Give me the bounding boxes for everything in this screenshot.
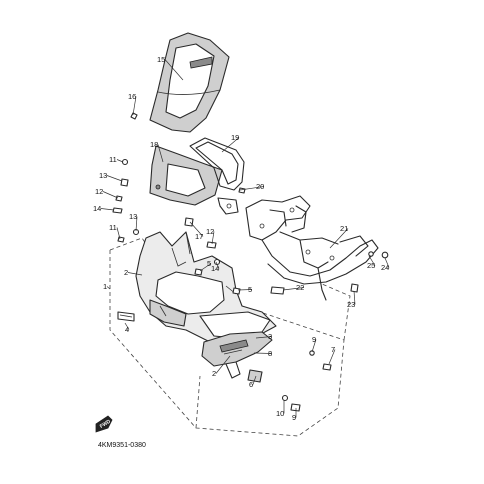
forward-direction-badge: FWD — [95, 415, 113, 433]
callout-number-c14a: 14 — [93, 204, 101, 213]
callout-leader-c23 — [353, 290, 356, 305]
callout-leader-c17 — [189, 221, 204, 237]
callout-leader-c9 — [311, 339, 317, 353]
callout-number-c21: 21 — [340, 224, 348, 233]
callout-number-c7: 7 — [331, 345, 335, 354]
windscreen-seal — [189, 137, 245, 191]
callout-leader-c13a — [106, 175, 123, 182]
callout-number-c15: 15 — [157, 55, 165, 64]
callout-leader-c12b — [211, 231, 215, 245]
small-bracket — [217, 197, 239, 215]
callout-leader-c24 — [384, 257, 390, 268]
front-cowling — [135, 231, 277, 351]
callout-number-c2a: 2 — [124, 268, 128, 277]
callout-leader-c15 — [164, 59, 184, 81]
callout-leader-c5a — [199, 263, 212, 272]
callout-leader-c25 — [368, 255, 376, 266]
callout-leader-c3 — [255, 336, 273, 339]
callout-number-c17: 17 — [195, 232, 203, 241]
callout-leader-c19 — [221, 137, 240, 153]
windscreen — [149, 32, 230, 133]
callout-leaders — [100, 59, 390, 418]
callout-leader-c14b — [215, 261, 220, 269]
callout-number-c16: 16 — [128, 92, 136, 101]
callout-number-c9b: 9 — [292, 413, 296, 422]
callout-leader-c4 — [124, 322, 130, 330]
fasteners — [112, 112, 389, 412]
callout-number-c1: 1 — [103, 282, 107, 291]
callout-number-c11a: 11 — [109, 155, 117, 164]
callout-number-c12a: 12 — [95, 187, 103, 196]
callout-number-c10: 10 — [276, 409, 284, 418]
emblem — [117, 311, 135, 322]
callout-number-c5a: 5 — [207, 259, 211, 268]
callout-number-c14b: 14 — [211, 264, 219, 273]
part-code: 4KM9351-0380 — [98, 442, 146, 449]
callout-leader-c18 — [157, 144, 164, 163]
callout-number-c24: 24 — [381, 263, 389, 272]
callout-number-c25: 25 — [367, 261, 375, 270]
callout-number-c20: 20 — [256, 182, 264, 191]
callout-number-c18: 18 — [150, 140, 158, 149]
fwd-badge-text: FWD — [99, 419, 112, 430]
callout-leader-c20 — [239, 186, 265, 191]
callout-leader-c1 — [106, 286, 111, 290]
callout-leader-c13b — [135, 216, 138, 232]
callout-leader-c7 — [328, 349, 336, 365]
callout-number-c13a: 13 — [99, 171, 107, 180]
callout-leader-c2a — [127, 272, 143, 276]
callout-number-c13b: 13 — [129, 212, 137, 221]
callout-leader-c8 — [253, 352, 273, 354]
callout-number-c11b: 11 — [109, 223, 117, 232]
callout-number-c5b: 5 — [248, 285, 252, 294]
callout-number-c4: 4 — [125, 325, 129, 334]
callout-number-c6: 6 — [249, 380, 253, 389]
callout-leader-c6 — [252, 375, 257, 385]
callout-number-c9: 9 — [312, 335, 316, 344]
callout-number-c8: 8 — [268, 349, 272, 358]
callout-number-c22: 22 — [296, 283, 304, 292]
callout-number-c19: 19 — [231, 133, 239, 142]
callout-leader-c21 — [329, 228, 349, 249]
callout-leader-c2b — [215, 355, 231, 374]
callout-leader-c22 — [282, 287, 305, 291]
cowling-stay — [245, 195, 379, 301]
callout-leader-c16 — [132, 96, 137, 116]
callout-leader-c11b — [116, 227, 121, 240]
callout-leader-c5b — [237, 289, 253, 291]
side-panel — [201, 331, 273, 379]
callout-leader-c12a — [102, 191, 119, 199]
callout-number-c3: 3 — [268, 332, 272, 341]
callout-leader-c14a — [100, 208, 115, 211]
inner-panel — [149, 145, 223, 206]
callout-number-c12b: 12 — [206, 227, 214, 236]
callout-leader-c11a — [116, 159, 124, 163]
callout-number-c23: 23 — [347, 300, 355, 309]
callout-number-c2b: 2 — [212, 369, 216, 378]
